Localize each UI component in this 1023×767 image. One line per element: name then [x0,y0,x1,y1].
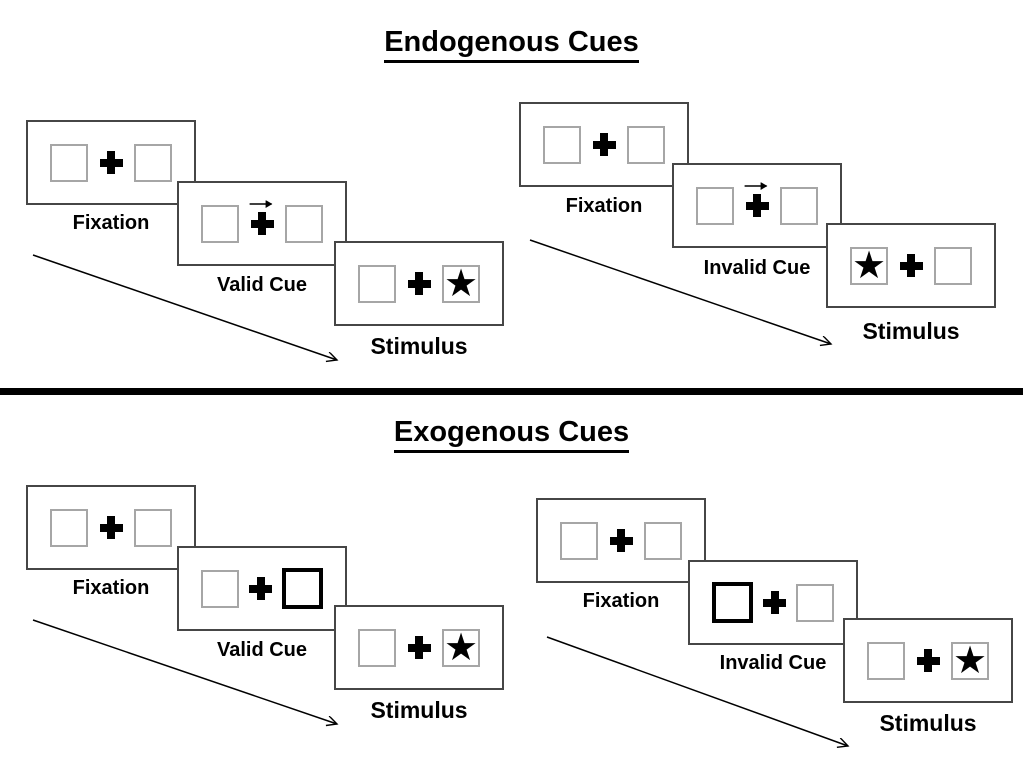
diagonal-arrow-icon [529,239,842,354]
fixation-cross [763,591,786,614]
star-box: ★ [442,626,480,669]
panel-label: Fixation [582,590,660,612]
right-box [285,204,323,243]
plus-icon [408,636,431,659]
right-box [134,508,172,547]
section-divider [0,388,1023,395]
endo-invalid-fixation-panel [519,102,689,187]
star-icon: ★ [851,244,887,287]
exo-invalid-stimulus-panel: ★ [843,618,1013,703]
right-box [934,246,972,285]
fixation-cross [100,151,123,174]
endo-invalid-stimulus-panel: ★ [826,223,996,308]
right-box [627,125,665,164]
exo-invalid-fixation-panel [536,498,706,583]
endo-valid-fixation-panel [26,120,196,205]
left-box [201,204,239,243]
endogenous-title-text: Endogenous Cues [384,26,639,63]
fixation-cross [917,649,940,672]
panel-label: Stimulus [862,318,960,344]
left-box [560,521,598,560]
plus-icon [100,516,123,539]
exo-valid-stimulus-panel: ★ [334,605,504,690]
plus-icon [900,254,923,277]
panel-label: Stimulus [879,710,977,736]
right-box [134,143,172,182]
highlighted-box [712,582,753,623]
fixation-cross [100,516,123,539]
star-box: ★ [442,262,480,305]
plus-icon [917,649,940,672]
panel-label: Fixation [72,577,150,599]
star-box: ★ [951,639,989,682]
fixation-cross [744,194,769,217]
panel-label: Fixation [72,212,150,234]
panel-label: Fixation [565,195,643,217]
fixation-cross [610,529,633,552]
left-box [543,125,581,164]
panel-label: Stimulus [370,697,468,723]
left-box [696,186,734,225]
plus-icon [746,194,769,217]
exo-valid-cue-panel [177,546,347,631]
endo-valid-cue-panel [177,181,347,266]
star-box: ★ [850,244,888,287]
plus-icon [249,577,272,600]
panel-label: Valid Cue [216,274,308,296]
endogenous-section-title: Endogenous Cues [0,26,1023,63]
left-box [201,569,239,608]
fixation-cross [249,212,274,235]
endo-invalid-cue-panel [672,163,842,248]
diagonal-arrow-icon [32,254,347,369]
fixation-cross [249,577,272,600]
exo-valid-fixation-panel [26,485,196,570]
exogenous-title-text: Exogenous Cues [393,416,630,453]
right-box [644,521,682,560]
highlighted-box [282,568,323,609]
plus-icon [100,151,123,174]
plus-icon [610,529,633,552]
right-box [780,186,818,225]
plus-icon [763,591,786,614]
left-box [50,143,88,182]
fixation-cross [900,254,923,277]
fixation-cross [408,272,431,295]
right-box [796,583,834,622]
right-arrow-icon [744,180,773,192]
fixation-cross [593,133,616,156]
left-box [50,508,88,547]
plus-icon [593,133,616,156]
exogenous-section-title: Exogenous Cues [0,416,1023,453]
star-icon: ★ [443,262,479,305]
exo-invalid-cue-panel [688,560,858,645]
panel-label: Invalid Cue [719,652,827,674]
diagonal-arrow-icon [32,619,347,734]
right-arrow-icon [249,198,278,210]
fixation-cross [408,636,431,659]
left-box [358,264,396,303]
panel-label: Valid Cue [216,639,308,661]
panel-label: Invalid Cue [703,257,811,279]
diagonal-arrow-icon [546,636,859,756]
panel-label: Stimulus [370,333,468,359]
left-box [358,628,396,667]
plus-icon [251,212,274,235]
left-box [867,641,905,680]
plus-icon [408,272,431,295]
endo-valid-stimulus-panel: ★ [334,241,504,326]
star-icon: ★ [443,626,479,669]
star-icon: ★ [952,639,988,682]
